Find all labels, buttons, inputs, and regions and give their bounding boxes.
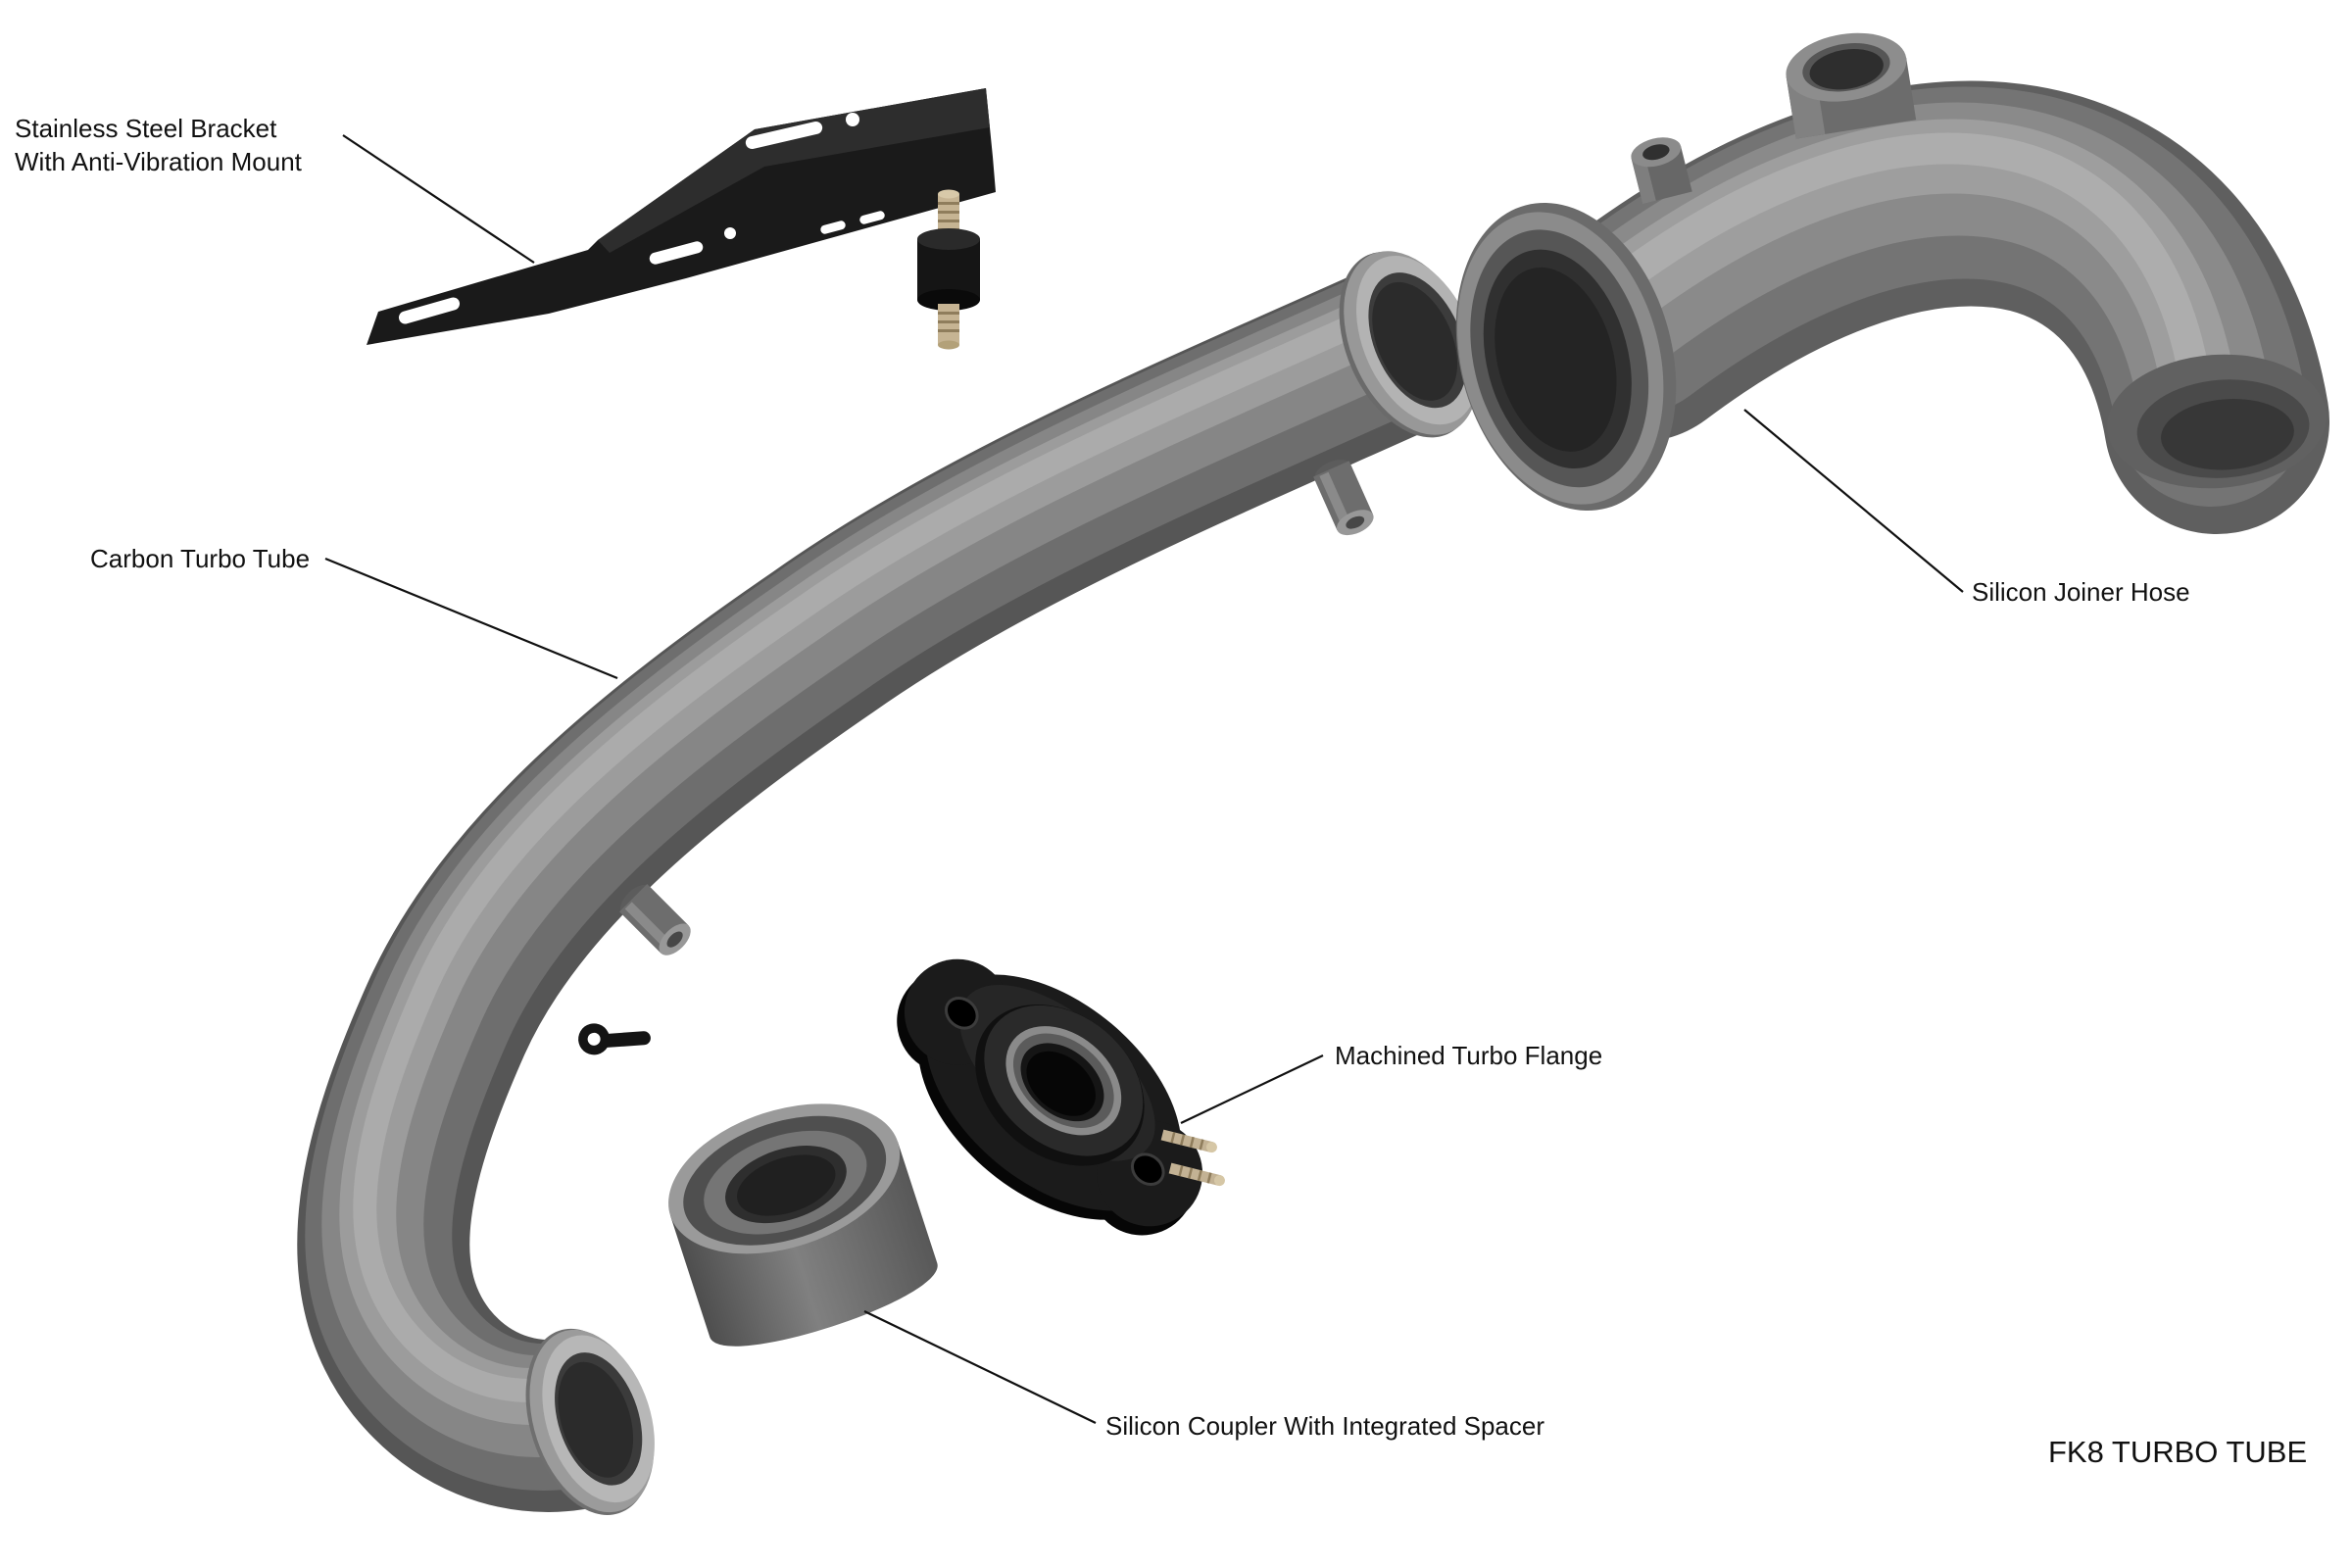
bracket-slot (745, 121, 823, 150)
anti-vibration-mount-graphic (917, 189, 980, 350)
tube-lower-mouth (525, 1328, 655, 1515)
diagram-title: FK8 TURBO TUBE (2048, 1435, 2307, 1469)
flange-stud (1160, 1129, 1217, 1153)
bracket-slot (859, 211, 885, 224)
clip-hole (587, 1032, 601, 1046)
silicon-joiner-hose-graphic (1455, 32, 2330, 535)
turbo-flange-label: Machined Turbo Flange (1335, 1041, 1602, 1070)
mount-lower-stud (938, 304, 959, 350)
flange-bolt-hole (944, 996, 979, 1030)
flange-bolt-hole (1130, 1152, 1165, 1186)
turbo-flange-graphic (897, 958, 1203, 1236)
bracket-label-line2: With Anti-Vibration Mount (15, 147, 303, 176)
coupler-leader-line (863, 1310, 1097, 1424)
hose-port-large (1786, 32, 1917, 139)
turbo-flange-leader-line (1180, 1054, 1324, 1124)
retainer-clip-graphic (578, 1023, 651, 1055)
hose-port-small (1631, 137, 1692, 205)
bracket-graphic (367, 88, 996, 345)
mount-rubber-body (917, 228, 980, 311)
tube-upper-mouth (1339, 251, 1479, 438)
bracket-top-face (598, 88, 990, 253)
carbon-tube-leader-line (324, 557, 618, 680)
carbon-tube-graphic (365, 251, 1506, 1515)
bracket-hole (724, 227, 736, 239)
hose-mouth (1455, 202, 1677, 512)
tube-nipple-lower (619, 884, 691, 956)
bracket-slot (649, 241, 704, 265)
tube-nipple-upper (1313, 460, 1374, 536)
coupler-graphic (668, 1103, 938, 1347)
hose-outlet-end (2107, 354, 2327, 489)
bracket-slot (398, 297, 461, 324)
bracket-hole (846, 113, 859, 126)
carbon-tube-label: Carbon Turbo Tube (90, 544, 310, 573)
bracket-slot (820, 220, 846, 234)
flange-stud (1168, 1162, 1225, 1187)
hose-port-bore (1809, 49, 1884, 90)
joiner-hose-leader-line (1743, 409, 1964, 593)
bracket-label-line1: Stainless Steel Bracket (15, 114, 277, 143)
joiner-hose-label: Silicon Joiner Hose (1972, 577, 2190, 607)
coupler-label: Silicon Coupler With Integrated Spacer (1105, 1411, 1544, 1441)
bracket-leader-line (342, 134, 535, 264)
